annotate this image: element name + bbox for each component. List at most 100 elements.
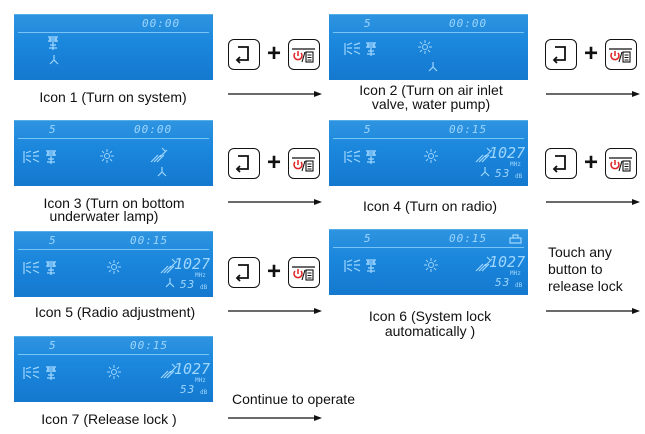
lamp-icon [418, 40, 432, 54]
flow-arrow [228, 415, 322, 421]
flow-arrow [546, 91, 640, 97]
button-combo-4: + [545, 147, 645, 185]
lcd-divider [18, 138, 209, 139]
power-menu-button-icon [288, 39, 320, 70]
air-bubble-icon [22, 366, 40, 380]
lcd-mode-digit: 5 [364, 232, 372, 245]
caption-icon-4: Icon 4 (Turn on radio) [362, 198, 498, 214]
button-combo-1: + [228, 38, 328, 76]
sprinkle-icon [480, 167, 490, 177]
lamp-icon [100, 149, 114, 163]
caption-icon-2-line-1: Icon 2 (Turn on air inlet [359, 82, 503, 98]
air-bubble-icon [343, 150, 361, 164]
enter-button-icon [228, 39, 260, 70]
lock-icon [509, 234, 522, 244]
bottom-lamp-icon [160, 363, 178, 379]
air-bubble-icon [22, 261, 40, 275]
flow-arrow [228, 308, 322, 314]
lcd-screen-1: 00:00 [14, 14, 213, 80]
flow-arrow [228, 91, 322, 97]
flow-arrow [546, 308, 640, 314]
lcd-divider [333, 247, 524, 248]
sprinkle-icon [157, 167, 167, 177]
power-menu-button-icon [605, 148, 637, 179]
bottom-lamp-icon [160, 258, 178, 274]
radio-frequency-unit: MHz [195, 272, 206, 279]
radio-channel: 53 [495, 167, 511, 180]
touch-note-line-2: button to [548, 261, 603, 277]
caption-icon-3-line-1: Icon 3 (Turn on bottom [43, 195, 185, 211]
air-bubble-icon [343, 259, 361, 273]
radio-frequency-unit: MHz [195, 377, 206, 384]
continue-note: Continue to operate [232, 391, 355, 407]
radio-channel-unit: dB [200, 284, 208, 291]
caption-icon-5: Icon 5 (Radio adjustment) [34, 304, 196, 320]
lcd-time: 00:15 [449, 123, 488, 136]
bottom-lamp-icon [475, 147, 493, 163]
radio-frequency-unit: MHz [510, 161, 521, 168]
lcd-mode-digit: 5 [364, 17, 372, 30]
lcd-screen-7: 5 00:15 1027 MHz 53 dB [14, 336, 213, 402]
sprinkle-icon [165, 278, 175, 288]
lcd-time: 00:15 [130, 339, 169, 352]
lcd-time: 00:15 [130, 234, 169, 247]
fan-icon [43, 365, 59, 381]
air-bubble-icon [22, 150, 40, 164]
lcd-mode-digit: 5 [364, 123, 372, 136]
lcd-mode-digit: 5 [49, 339, 57, 352]
lcd-screen-5: 5 00:15 1027 MHz 53 dB [14, 231, 213, 297]
plus-sign: + [266, 40, 281, 67]
plus-sign: + [583, 149, 598, 176]
lcd-screen-2: 5 00:00 [329, 14, 528, 80]
radio-channel: 53 [180, 278, 196, 291]
enter-button-icon [228, 148, 260, 179]
radio-frequency: 1027 [174, 255, 211, 273]
radio-channel: 53 [180, 383, 196, 396]
lamp-icon [107, 365, 121, 379]
bottom-lamp-icon [475, 256, 493, 272]
enter-button-icon [545, 39, 577, 70]
radio-channel-unit: dB [515, 282, 523, 289]
bottom-lamp-icon [150, 147, 168, 163]
lcd-screen-3: 5 00:00 [14, 120, 213, 186]
radio-channel: 53 [495, 276, 511, 289]
button-combo-5: + [228, 256, 328, 294]
radio-channel-unit: dB [515, 173, 523, 180]
caption-icon-6-line-1: Icon 6 (System lock [368, 308, 492, 324]
touch-note-line-1: Touch any [548, 244, 612, 260]
power-menu-button-icon [288, 257, 320, 288]
lcd-time: 00:00 [449, 17, 488, 30]
fan-icon [43, 260, 59, 276]
lamp-icon [107, 260, 121, 274]
lcd-time: 00:00 [142, 17, 181, 30]
lcd-mode-digit: 5 [49, 234, 57, 247]
enter-button-icon [228, 257, 260, 288]
lcd-divider [333, 32, 524, 33]
lcd-divider [18, 249, 209, 250]
flow-arrow [546, 199, 640, 205]
lcd-divider [333, 138, 524, 139]
button-combo-2: + [545, 38, 645, 76]
plus-sign: + [583, 40, 598, 67]
caption-icon-6-line-2: automatically ) [384, 323, 476, 339]
power-menu-button-icon [288, 148, 320, 179]
fan-icon [363, 149, 379, 165]
plus-sign: + [266, 149, 281, 176]
lcd-screen-4: 5 00:15 1027 MHz 53 dB [329, 120, 528, 186]
flow-arrow [228, 199, 322, 205]
sprinkle-icon [428, 62, 438, 72]
fan-icon [43, 149, 59, 165]
air-bubble-icon [343, 42, 361, 56]
touch-note-line-3: release lock [548, 278, 623, 294]
lcd-mode-digit: 5 [49, 123, 57, 136]
fan-icon [363, 41, 379, 57]
caption-icon-2-line-2: valve, water pump) [371, 96, 491, 112]
enter-button-icon [545, 148, 577, 179]
lcd-time: 00:00 [134, 123, 173, 136]
caption-icon-7: Icon 7 (Release lock ) [41, 411, 177, 427]
radio-channel-unit: dB [200, 389, 208, 396]
radio-frequency: 1027 [174, 360, 211, 378]
lamp-icon [424, 258, 438, 272]
lcd-time: 00:15 [449, 232, 488, 245]
lcd-divider [18, 354, 209, 355]
